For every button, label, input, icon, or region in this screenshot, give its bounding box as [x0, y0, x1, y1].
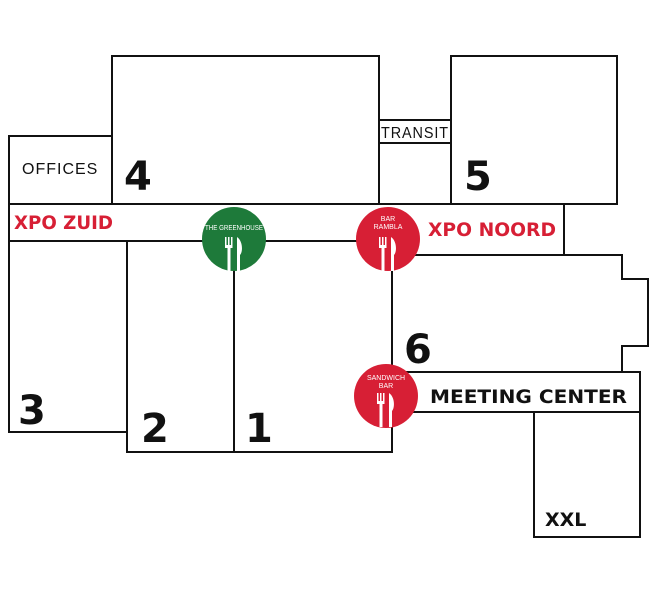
hall-3-area[interactable] — [8, 240, 128, 433]
hall-4-area[interactable] — [111, 55, 380, 205]
hall-number-1: 1 — [245, 406, 273, 452]
transit-area[interactable] — [378, 119, 452, 205]
meeting-center-label: MEETING CENTER — [430, 386, 627, 408]
fork-knife-icon — [377, 393, 394, 427]
meeting-center-area[interactable] — [391, 371, 641, 413]
restaurant-name-line2: RAMBLA — [374, 224, 403, 231]
xxl-label: XXL — [545, 509, 586, 531]
hall-number-5: 5 — [464, 154, 492, 200]
restaurant-name-line1: BAR — [381, 216, 395, 223]
restaurant-name-line1: SANDWICH — [367, 375, 405, 382]
restaurant-badge — [354, 364, 418, 428]
restaurant-badge — [202, 207, 266, 271]
restaurant-sandwich-bar[interactable]: SANDWICH BAR — [354, 364, 418, 428]
restaurant-bar-rambla[interactable]: BAR RAMBLA — [356, 207, 420, 271]
restaurant-the-greenhouse[interactable]: THE GREENHOUSE — [202, 207, 266, 271]
hall-1-area[interactable] — [233, 240, 393, 453]
transit-label: TRANSIT — [381, 125, 449, 142]
hall-number-3: 3 — [18, 388, 46, 434]
hall-number-4: 4 — [124, 154, 152, 200]
offices-label: OFFICES — [22, 161, 98, 178]
hall-number-2: 2 — [141, 406, 169, 452]
restaurant-name-line2: BAR — [379, 383, 393, 390]
xpo-noord-label: XPO NOORD — [428, 219, 556, 241]
hall-number-6: 6 — [404, 327, 432, 373]
fork-knife-icon — [379, 237, 396, 271]
xpo-zuid-label: XPO ZUID — [14, 212, 113, 234]
fork-knife-icon — [225, 237, 242, 271]
offices-area[interactable] — [8, 135, 113, 205]
xxl-area[interactable] — [533, 411, 641, 538]
restaurant-name-line1: THE GREENHOUSE — [205, 225, 263, 232]
hall-2-area[interactable] — [126, 240, 235, 453]
restaurant-badge — [356, 207, 420, 271]
